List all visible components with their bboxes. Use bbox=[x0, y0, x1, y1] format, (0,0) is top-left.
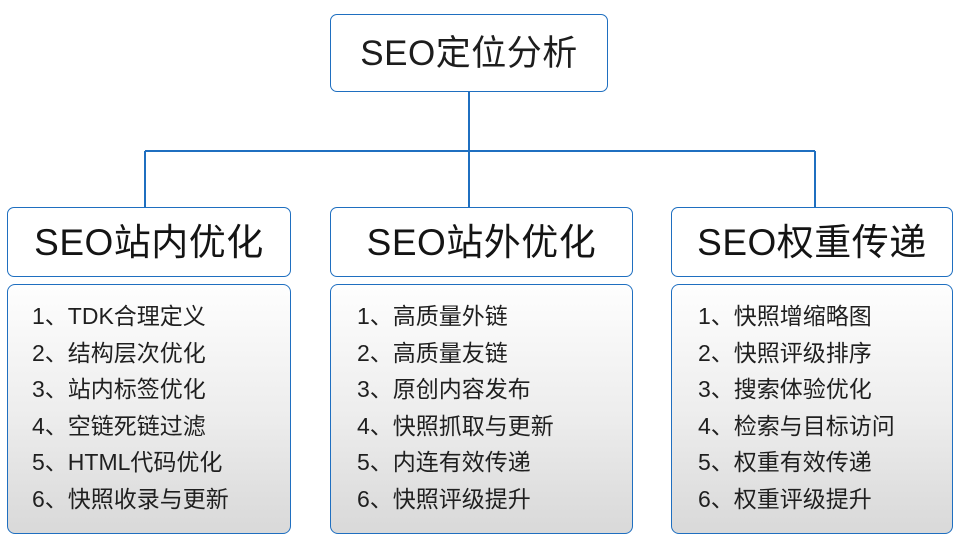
branch-column-1: SEO站内优化 1、TDK合理定义 2、结构层次优化 3、站内标签优化 4、空链… bbox=[7, 207, 291, 534]
branch-item-list-2: 1、高质量外链 2、高质量友链 3、原创内容发布 4、快照抓取与更新 5、内连有… bbox=[331, 298, 632, 517]
list-item: 1、TDK合理定义 bbox=[32, 303, 206, 329]
root-node-label: SEO定位分析 bbox=[360, 33, 578, 73]
list-item: 2、结构层次优化 bbox=[32, 339, 206, 366]
branch-column-2: SEO站外优化 1、高质量外链 2、高质量友链 3、原创内容发布 4、快照抓取与… bbox=[330, 207, 633, 534]
branch-body-1: 1、TDK合理定义 2、结构层次优化 3、站内标签优化 4、空链死链过滤 5、H… bbox=[7, 284, 291, 534]
branch-column-3: SEO权重传递 1、快照增缩略图 2、快照评级排序 3、搜索体验优化 4、检索与… bbox=[671, 207, 953, 534]
branch-title-2: SEO站外优化 bbox=[366, 221, 597, 263]
branch-item-list-3: 1、快照增缩略图 2、快照评级排序 3、搜索体验优化 4、检索与目标访问 5、权… bbox=[672, 298, 952, 517]
list-item: 1、快照增缩略图 bbox=[698, 303, 872, 329]
list-item: 2、高质量友链 bbox=[357, 339, 508, 366]
list-item: 1、高质量外链 bbox=[357, 303, 508, 329]
branch-title-3: SEO权重传递 bbox=[697, 221, 927, 263]
list-item: 6、快照收录与更新 bbox=[32, 485, 229, 512]
branch-item-list-1: 1、TDK合理定义 2、结构层次优化 3、站内标签优化 4、空链死链过滤 5、H… bbox=[8, 298, 290, 517]
list-item: 2、快照评级排序 bbox=[698, 339, 872, 366]
list-item: 4、空链死链过滤 bbox=[32, 412, 206, 439]
branch-body-3: 1、快照增缩略图 2、快照评级排序 3、搜索体验优化 4、检索与目标访问 5、权… bbox=[671, 284, 953, 534]
list-item: 5、HTML代码优化 bbox=[32, 449, 223, 475]
list-item: 3、站内标签优化 bbox=[32, 376, 206, 402]
root-node: SEO定位分析 bbox=[330, 14, 608, 92]
branch-title-1: SEO站内优化 bbox=[34, 221, 264, 263]
branch-header-1: SEO站内优化 bbox=[7, 207, 291, 277]
list-item: 3、原创内容发布 bbox=[357, 376, 531, 402]
list-item: 4、检索与目标访问 bbox=[698, 412, 895, 439]
list-item: 3、搜索体验优化 bbox=[698, 376, 872, 402]
branch-body-2: 1、高质量外链 2、高质量友链 3、原创内容发布 4、快照抓取与更新 5、内连有… bbox=[330, 284, 633, 534]
branch-header-2: SEO站外优化 bbox=[330, 207, 633, 277]
list-item: 6、快照评级提升 bbox=[357, 485, 531, 512]
list-item: 6、权重评级提升 bbox=[698, 485, 872, 512]
list-item: 5、内连有效传递 bbox=[357, 449, 531, 475]
list-item: 4、快照抓取与更新 bbox=[357, 412, 554, 439]
list-item: 5、权重有效传递 bbox=[698, 449, 872, 475]
branch-header-3: SEO权重传递 bbox=[671, 207, 953, 277]
